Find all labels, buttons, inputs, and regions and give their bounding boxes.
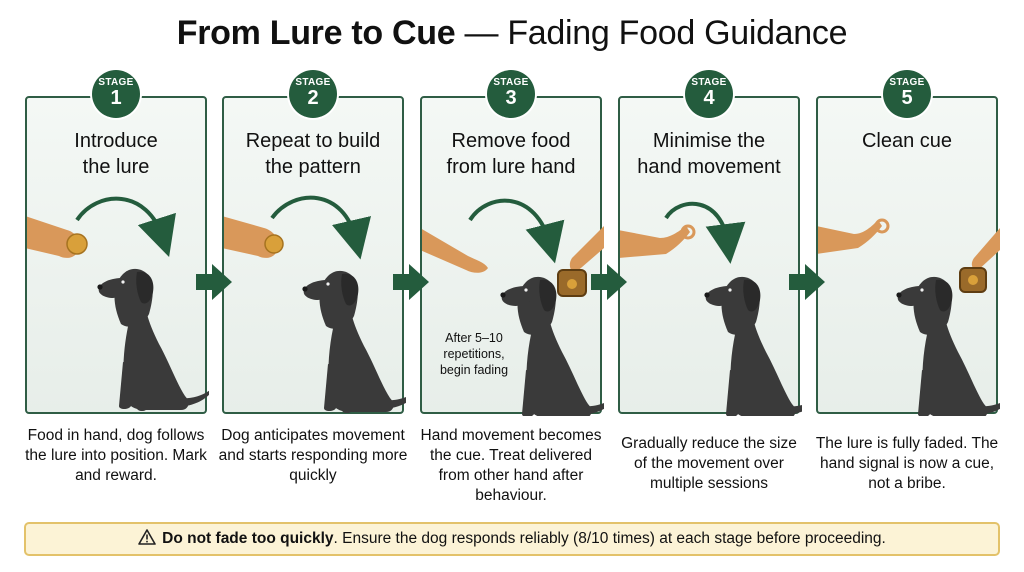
next-stage-arrow-icon — [393, 264, 429, 300]
stage-panel-2: Repeat to build the pattern — [222, 96, 406, 414]
stage-4-illustration — [620, 201, 802, 416]
stage-description-1: Food in hand, dog follows the lure into … — [25, 427, 207, 484]
warning-triangle-icon — [138, 529, 156, 546]
stage-badge-label: STAGE — [691, 77, 727, 88]
warning-bold: Do not fade too quickly — [162, 530, 334, 547]
title-rest: — Fading Food Guidance — [455, 14, 848, 52]
stage-description-5: The lure is fully faded. The hand signal… — [815, 435, 999, 492]
stage-title: Introduce the lure — [74, 130, 158, 178]
stage-badge-4: STAGE 4 — [685, 70, 733, 118]
lure-path-arrow — [468, 198, 565, 264]
stage-5-illustration — [818, 218, 1000, 416]
stage-2-illustration — [224, 195, 406, 413]
stage-panel-5: Clean cue — [816, 96, 1000, 416]
next-stage-arrow-icon — [196, 264, 232, 300]
stage-badge-3: STAGE 3 — [487, 70, 535, 118]
stage-badge-label: STAGE — [493, 77, 529, 88]
warning-banner: Do not fade too quickly. Ensure the dog … — [24, 522, 1000, 556]
next-stage-arrow-icon — [591, 264, 627, 300]
hand-signal-icon — [620, 224, 696, 258]
stage-badge-number: 4 — [703, 87, 715, 109]
page-title: From Lure to Cue — Fading Food Guidance — [0, 14, 1024, 53]
stage-badge-label: STAGE — [889, 77, 925, 88]
stage-title: Remove food from lure hand — [446, 130, 576, 178]
title-bold: From Lure to Cue — [176, 14, 456, 52]
stage-description-3: Hand movement becomes the cue. Treat del… — [420, 427, 602, 504]
stage-title: Minimise the hand movement — [637, 130, 781, 178]
lure-path-arrow — [75, 196, 176, 258]
dog-icon — [704, 276, 802, 416]
dog-icon — [302, 270, 406, 413]
stage-badge-number: 5 — [901, 87, 913, 109]
stage-description-4: Gradually reduce the size of the movemen… — [621, 435, 797, 492]
next-stage-arrow-icon — [789, 264, 825, 300]
treat-pouch-hand-icon — [959, 228, 1000, 293]
stage-badge-label: STAGE — [295, 77, 331, 88]
stage-badge-label: STAGE — [98, 77, 134, 88]
stage-badge-number: 2 — [307, 87, 319, 109]
hand-with-food-icon — [224, 216, 284, 258]
stage-panel-1: Introduce the lure — [25, 96, 209, 414]
warning-text: . Ensure the dog responds reliably (8/10… — [333, 530, 886, 547]
stage-badge-number: 1 — [110, 87, 122, 109]
hand-signal-icon — [818, 218, 890, 254]
stage-title: Clean cue — [861, 130, 953, 152]
stage-badge-2: STAGE 2 — [289, 70, 337, 118]
stage-panel-3: Remove food from lure hand After 5–10 re… — [420, 96, 604, 416]
stage-1-illustration — [27, 196, 209, 411]
lure-path-arrow — [664, 201, 746, 264]
lure-path-arrow — [270, 195, 371, 260]
dog-icon — [97, 268, 209, 411]
empty-hand-icon — [422, 229, 488, 273]
stage-title: Repeat to build the pattern — [245, 130, 381, 178]
dog-icon — [896, 276, 1000, 416]
hand-with-food-icon — [27, 216, 88, 258]
fading-note: After 5–10 repetitions, begin fading — [439, 331, 509, 377]
stage-description-2: Dog anticipates movement and starts resp… — [218, 427, 408, 484]
stage-badge-1: STAGE 1 — [92, 70, 140, 118]
stage-3-illustration — [422, 198, 604, 416]
treat-pouch-hand-icon — [557, 226, 604, 297]
stage-badge-5: STAGE 5 — [883, 70, 931, 118]
stage-badge-number: 3 — [505, 87, 517, 109]
stage-panel-4: Minimise the hand movement — [618, 96, 802, 416]
